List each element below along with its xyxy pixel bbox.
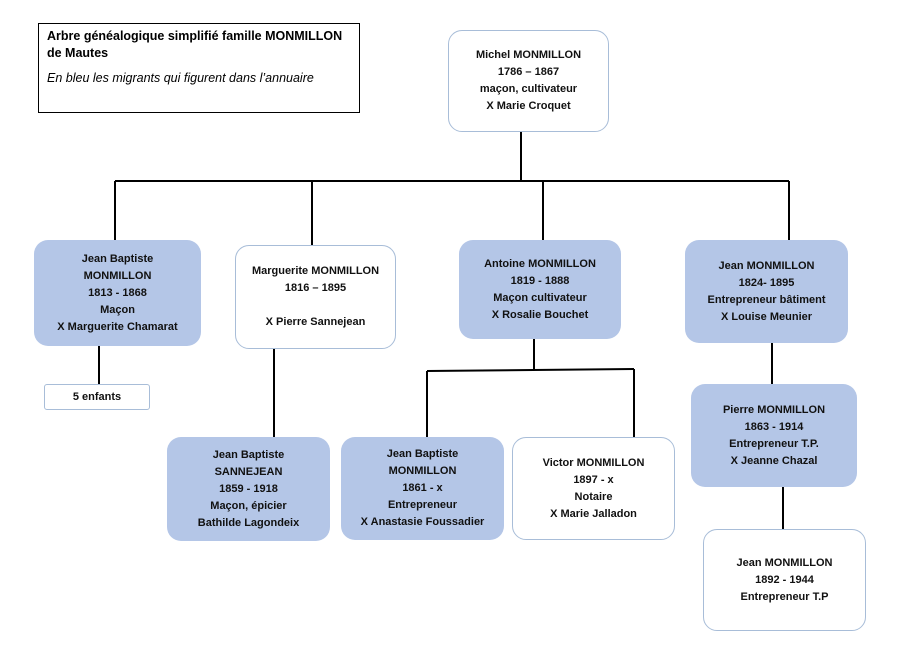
person-line: 1824- 1895 [738,276,795,289]
person-line: maçon, cultivateur [479,83,578,95]
person-line: 1813 - 1868 [88,286,147,299]
children-count-box: 5 enfants [44,384,150,410]
person-line: X Anastasie Foussadier [360,516,485,528]
person-antoine-monmillon: Antoine MONMILLON 1819 - 1888 Maçon cult… [459,240,621,339]
person-line: Entrepreneur T.P [740,590,829,603]
person-line: Entrepreneur T.P. [729,437,819,450]
person-line: Entrepreneur [387,499,458,511]
person-line: Maçon, épicier [210,499,287,512]
person-line: 1897 - x [573,473,614,486]
legend-box: Arbre généalogique simplifié famille MON… [38,23,360,113]
person-line: MONMILLON [388,465,457,477]
legend-note: En bleu les migrants qui figurent dans l… [47,71,314,85]
person-line: X Rosalie Bouchet [491,308,589,321]
children-count-label: 5 enfants [72,391,122,403]
person-line: X Marie Jalladon [550,507,637,520]
person-line: Maçon cultivateur [493,291,587,304]
person-victor-monmillon: Victor MONMILLON 1897 - x Notaire X Mari… [512,437,675,540]
person-jean-baptiste-monmillon-1813: Jean Baptiste MONMILLON 1813 - 1868 Maço… [34,240,201,346]
person-line: 1861 - x [402,482,443,494]
person-line: 1859 - 1918 [219,482,278,495]
person-pierre-monmillon: Pierre MONMILLON 1863 - 1914 Entrepreneu… [691,384,857,487]
person-line: Michel MONMILLON [475,49,582,61]
person-line: X Marie Croquet [486,100,571,112]
person-line: X Jeanne Chazal [730,454,818,467]
person-line: Notaire [574,490,613,503]
person-line: Entrepreneur bâtiment [707,293,826,306]
person-jean-baptiste-monmillon-1861: Jean Baptiste MONMILLON 1861 - x Entrepr… [341,437,504,540]
person-line: 1819 - 1888 [510,274,570,287]
connector-antoine-bar [426,368,635,372]
person-line: SANNEJEAN [214,465,283,478]
person-line: X Pierre Sannejean [265,316,366,328]
person-jean-monmillon-1892: Jean MONMILLON 1892 - 1944 Entrepreneur … [703,529,866,631]
person-line: Victor MONMILLON [542,456,645,469]
person-line: Bathilde Lagondeix [197,516,300,529]
person-jean-baptiste-sannejean: Jean Baptiste SANNEJEAN 1859 - 1918 Maço… [167,437,330,541]
person-line: Maçon [100,303,135,316]
person-line: Jean Baptiste [212,448,285,461]
person-line: Antoine MONMILLON [484,257,596,270]
person-line: Jean MONMILLON [718,259,815,272]
person-line: X Louise Meunier [720,310,813,323]
person-line: 1863 - 1914 [744,420,804,433]
person-line: 1892 - 1944 [755,573,814,586]
person-line: MONMILLON [83,269,152,282]
person-line: X Marguerite Chamarat [57,320,178,333]
person-jean-monmillon-1824: Jean MONMILLON 1824- 1895 Entrepreneur b… [685,240,848,343]
diagram-title: Arbre généalogique simplifié famille MON… [47,29,343,60]
person-line: Pierre MONMILLON [722,403,826,416]
person-marguerite-monmillon: Marguerite MONMILLON 1816 – 1895 X Pierr… [235,245,396,349]
person-line: Jean MONMILLON [736,556,833,569]
person-line: Jean Baptiste [81,252,154,265]
person-line: Marguerite MONMILLON [251,265,380,277]
person-line: 1786 – 1867 [497,66,560,78]
person-line: Jean Baptiste [386,448,459,460]
person-michel-monmillon: Michel MONMILLON 1786 – 1867 maçon, cult… [448,30,609,132]
person-line: 1816 – 1895 [284,282,347,294]
